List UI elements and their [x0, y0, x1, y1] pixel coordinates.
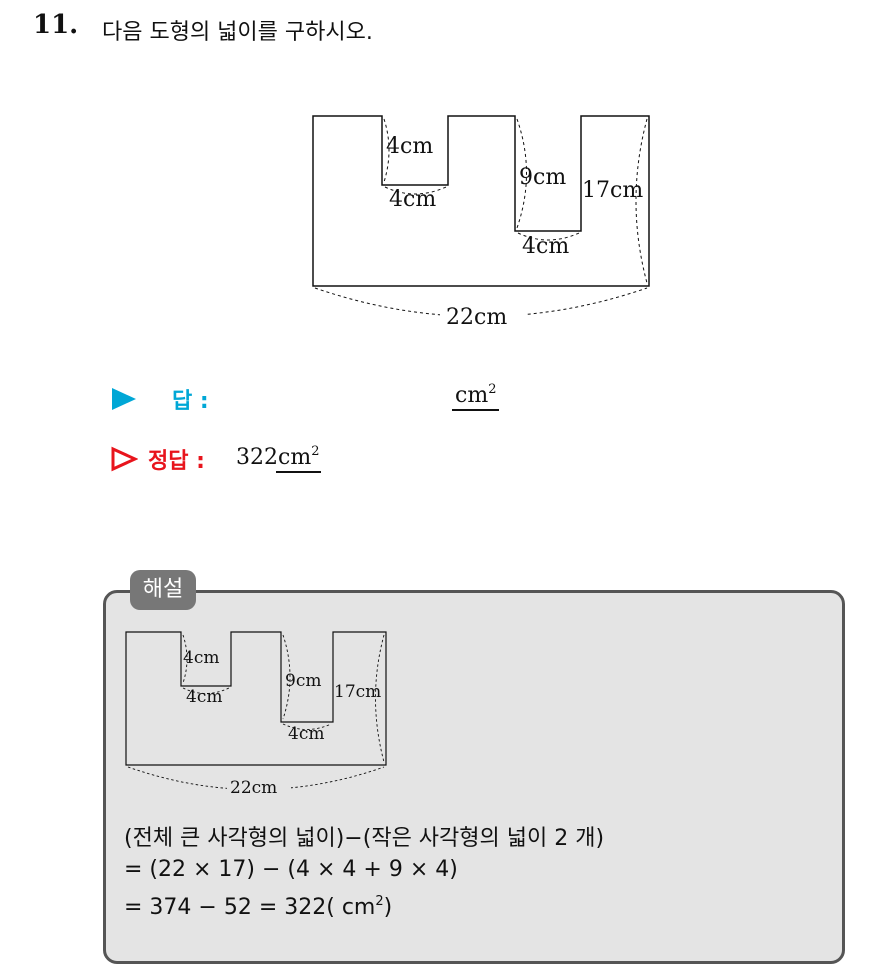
- solution-line-3-exp: 2: [375, 894, 384, 909]
- answer-label: 답 :: [172, 389, 209, 414]
- dim-notch2-width: [517, 232, 580, 241]
- key-unit: cm2: [276, 445, 322, 473]
- solution-line-2: = (22 × 17) − (4 × 4 + 9 × 4): [124, 857, 458, 882]
- main-figure: 4cm 4cm 9cm 4cm 17cm 22cm: [312, 115, 650, 330]
- solution-line-3: = 374 − 52 = 322( cm2): [124, 894, 393, 920]
- sol-label-notch1-depth: 4cm: [183, 648, 219, 668]
- sol-label-notch2-width: 4cm: [288, 724, 324, 744]
- question-number: 11.: [33, 10, 79, 40]
- solution-line-1: (전체 큰 사각형의 넓이)−(작은 사각형의 넓이 2 개): [124, 826, 605, 851]
- answer-unit: cm2: [452, 383, 500, 411]
- dim-notch1-width: [384, 186, 447, 195]
- label-width: 22cm: [446, 305, 507, 330]
- dim-height: [635, 118, 648, 284]
- label-height: 17cm: [582, 178, 643, 203]
- sol-label-height: 17cm: [334, 682, 381, 702]
- shape-outline: [312, 115, 650, 287]
- label-notch2-width: 4cm: [522, 234, 569, 259]
- key-label: 정답 :: [148, 449, 205, 474]
- key-value: 322: [236, 445, 278, 470]
- label-notch1-depth: 4cm: [386, 134, 433, 159]
- sol-label-width: 22cm: [230, 778, 277, 798]
- label-notch2-depth: 9cm: [519, 165, 566, 190]
- sol-label-notch1-width: 4cm: [186, 687, 222, 707]
- question-text: 다음 도형의 넓이를 구하시오.: [102, 20, 373, 45]
- key-marker-icon: [111, 446, 138, 472]
- dim-notch2-depth: [516, 118, 527, 229]
- solution-shape-outline: [125, 631, 387, 766]
- solution-figure: 4cm 4cm 9cm 17cm 4cm 22cm: [125, 631, 387, 798]
- answer-marker-icon: [112, 388, 136, 410]
- solution-tab: 해설: [130, 570, 196, 610]
- dim-notch1-depth: [383, 118, 390, 183]
- label-notch1-width: 4cm: [389, 187, 436, 212]
- sol-label-notch2-depth: 9cm: [285, 671, 321, 691]
